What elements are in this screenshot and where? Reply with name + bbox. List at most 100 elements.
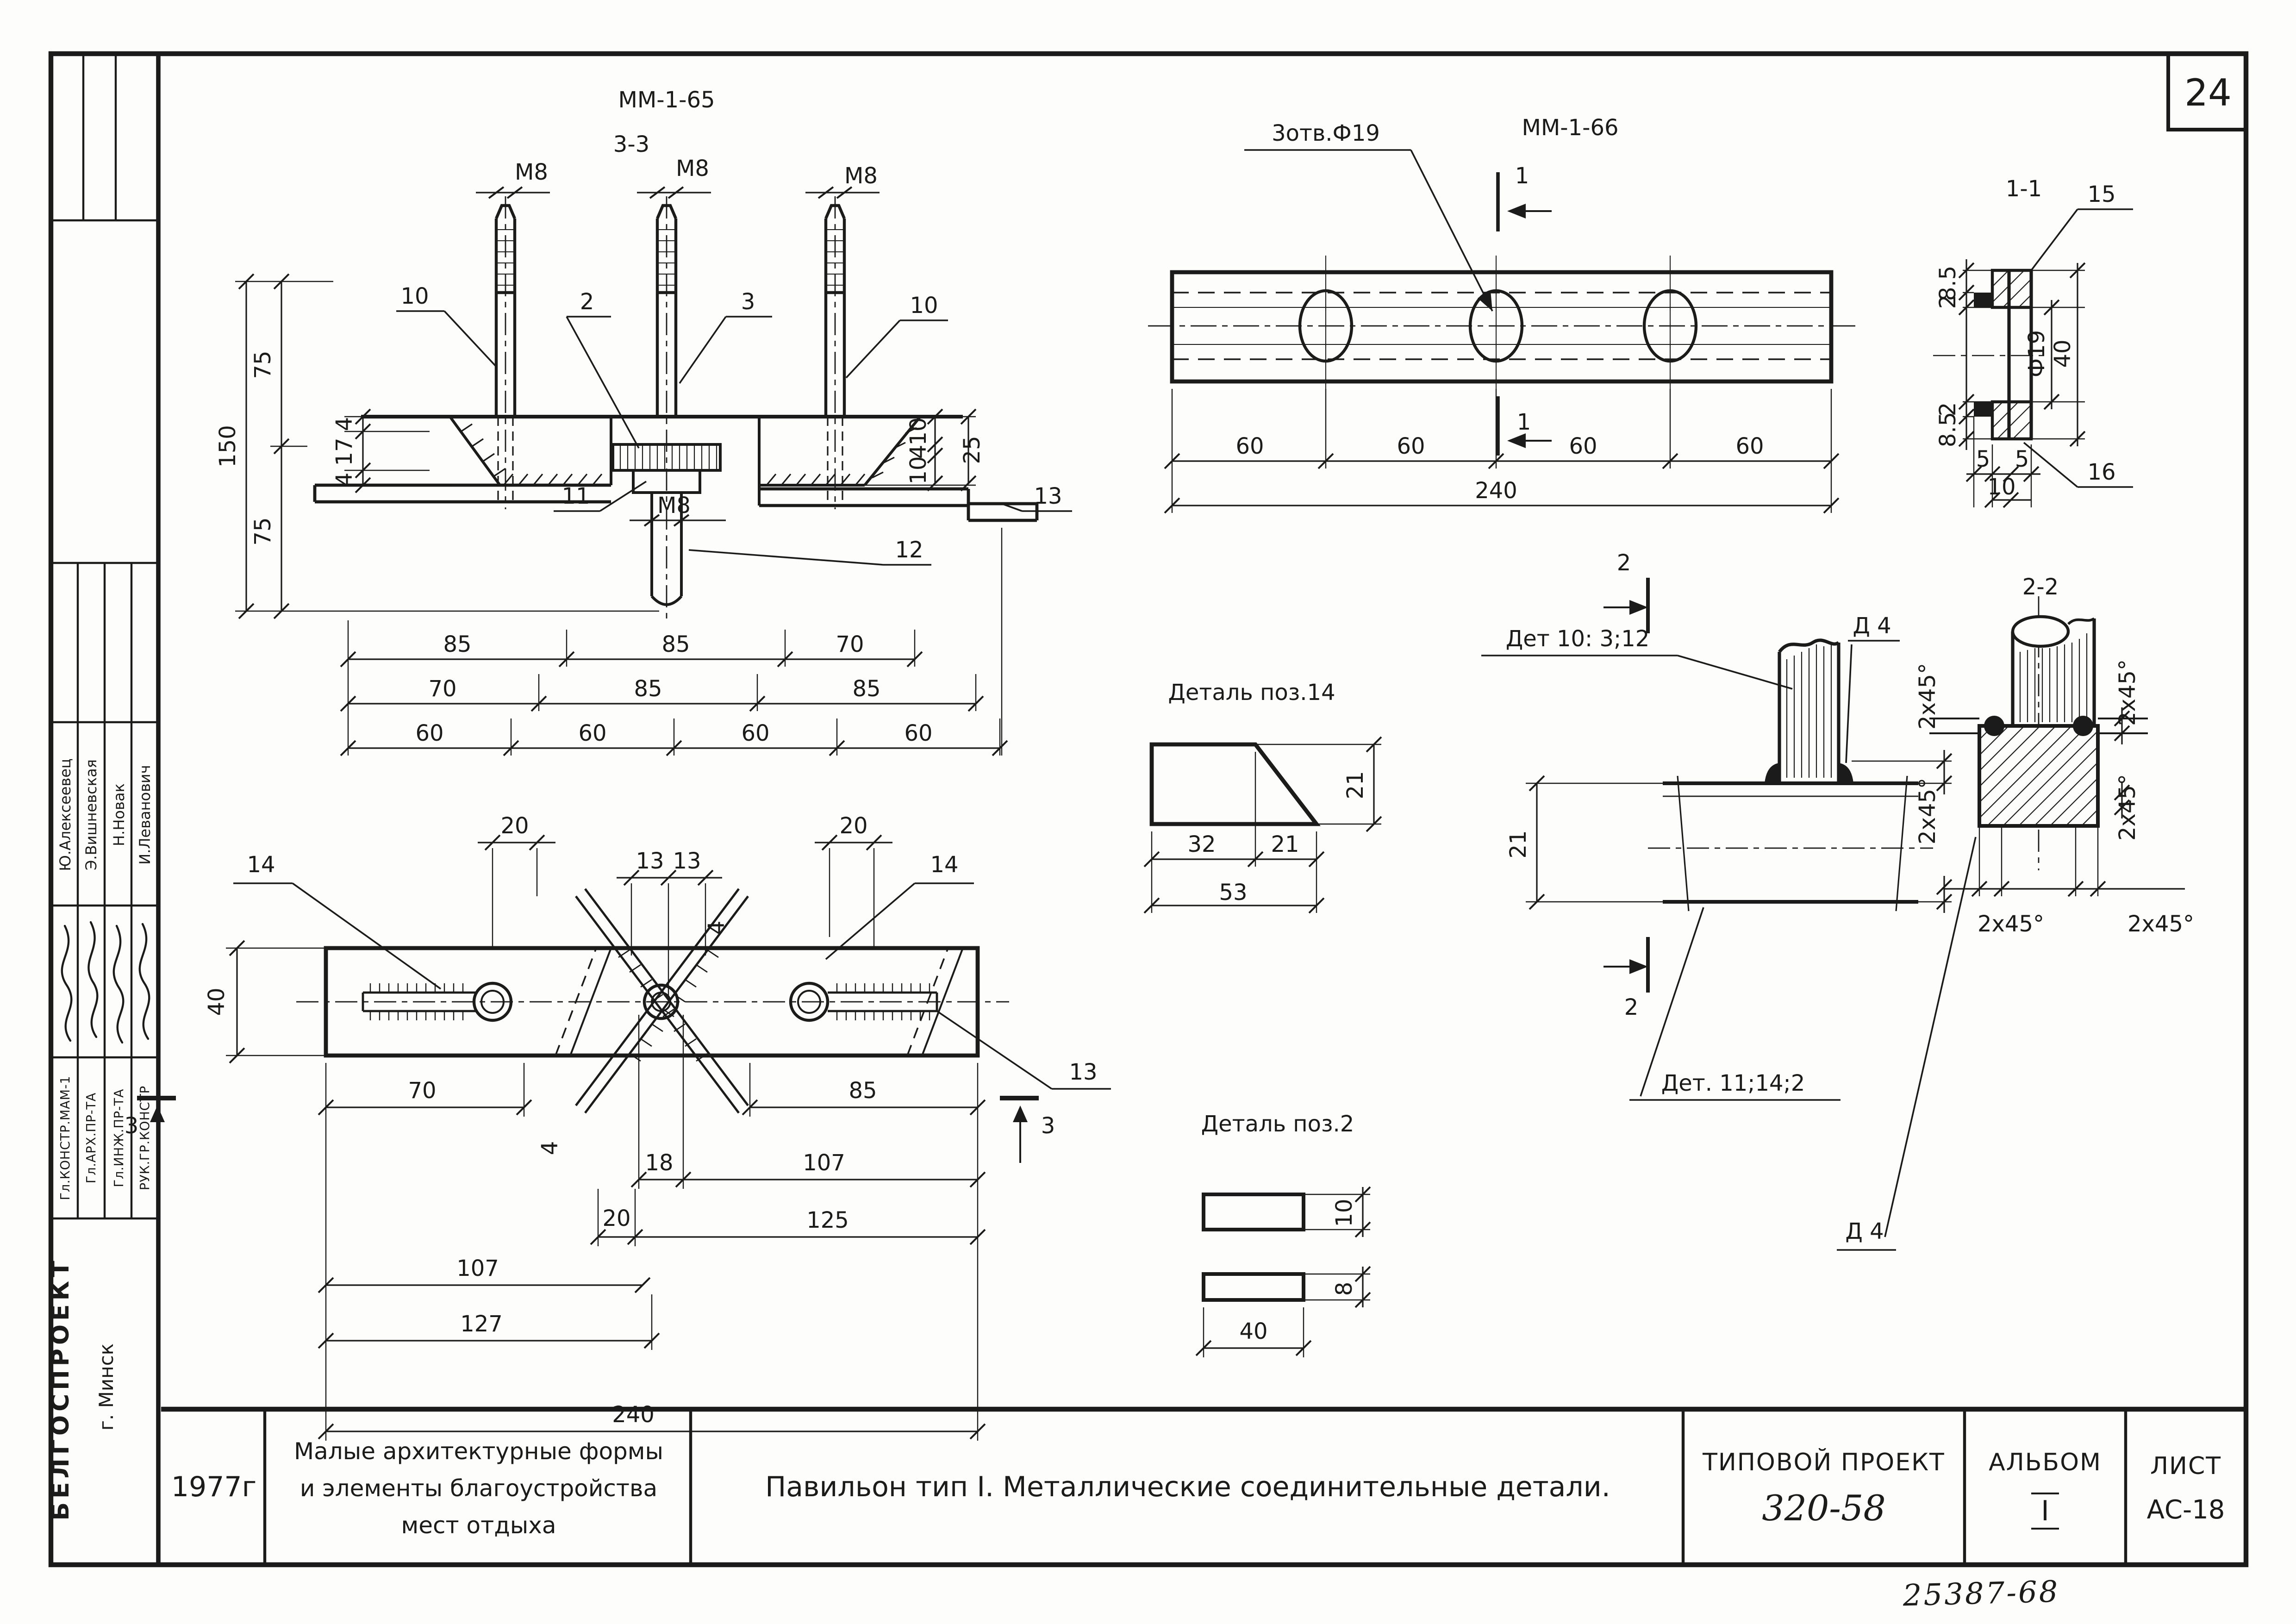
thread-label: М8	[844, 163, 878, 189]
section-1-1-drawing	[1933, 208, 2133, 508]
dim-label: 20	[839, 813, 867, 839]
dim-label: 5	[2015, 446, 2029, 472]
series-line-2: и элементы благоустройства	[299, 1474, 658, 1502]
dim-label: 21	[1271, 831, 1299, 857]
thread-label: М8	[657, 493, 691, 518]
stamp-role-3: РУК.ГР.КОНСТР	[137, 1086, 152, 1191]
dim-label: 125	[806, 1207, 849, 1233]
sheet-frame	[48, 51, 2249, 1568]
org-city: г. Минск	[96, 1343, 119, 1431]
section-2-2-drawing	[1837, 596, 2185, 1251]
section-title-2-2: 2-2	[2022, 574, 2059, 600]
dim-label: 60	[1735, 433, 1764, 459]
dim-label: 60	[741, 720, 769, 746]
callout-15: 15	[2087, 181, 2115, 207]
dim-label: 21	[1505, 830, 1531, 858]
detail-pos2-drawing	[1195, 1186, 1371, 1357]
thread-label: М8	[515, 159, 548, 185]
album-label: АЛЬБОМ	[1989, 1449, 2102, 1477]
plan-view-drawing	[137, 834, 1111, 1441]
signatures	[61, 921, 150, 1044]
callout-13: 13	[1069, 1059, 1097, 1085]
callout-10: 10	[400, 283, 429, 309]
dim-label: 40	[2050, 339, 2076, 368]
dim-label: 32	[1187, 831, 1216, 857]
weld-callout-d4: Д 4	[1853, 613, 1891, 639]
dim-label: 40	[204, 987, 230, 1016]
dim-label: 2	[1935, 402, 1961, 417]
dim-label: 85	[443, 631, 471, 657]
dim-label: 70	[428, 676, 456, 702]
callout-14: 14	[930, 852, 958, 878]
title-block-project: ТИПОВОЙ ПРОЕКТ 320-58	[1685, 1418, 1963, 1559]
list-label: ЛИСТ	[2150, 1453, 2222, 1480]
dim-label: 10	[905, 456, 931, 484]
dim-label: 85	[661, 631, 690, 657]
stamp-name-3: И.Леванович	[136, 765, 153, 865]
callout-10: 10	[910, 293, 938, 319]
dim-label: 18	[645, 1150, 673, 1176]
dim-label: 85	[849, 1078, 877, 1104]
detail-title-pos14: Деталь поз.14	[1168, 680, 1335, 706]
title-block-series: Малые архитектурные формы и элементы бла…	[268, 1415, 689, 1563]
dim-label: 4	[704, 921, 730, 935]
stamp-name-0: Ю.Алексеевец	[56, 758, 73, 871]
dim-label: 4	[537, 1141, 563, 1156]
section-mark-1: 1	[1517, 409, 1531, 435]
callout-11: 11	[562, 483, 590, 509]
dim-label: 21	[1342, 771, 1368, 799]
dim-label: 20	[602, 1206, 630, 1231]
dim-label: 60	[1235, 433, 1264, 459]
org-name: БЕЛГОСПРОЕКТ	[47, 1257, 75, 1521]
dim-label: 10	[905, 417, 931, 445]
dim-label: 70	[836, 631, 864, 657]
drawing-title-mm-1-66: ММ-1-66	[1522, 115, 1618, 141]
dim-label: 127	[460, 1311, 503, 1337]
dim-label: 107	[803, 1150, 845, 1176]
callout-14: 14	[247, 852, 275, 878]
callout-2: 2	[580, 289, 594, 315]
sheet-page-number: 24	[2184, 69, 2232, 114]
chamfer-label: 2х45°	[1915, 778, 1940, 844]
dim-label: 2	[1935, 295, 1961, 309]
dim-label: 8	[1331, 1282, 1357, 1296]
dim-label: 40	[1239, 1318, 1267, 1344]
dim-label: 10	[1987, 474, 2015, 500]
dim-label: 13	[673, 848, 701, 874]
dim-label: 8.5	[1935, 266, 1961, 301]
archive-number: 25387-68	[1902, 1573, 2060, 1612]
title-block-list: ЛИСТ АС-18	[2128, 1418, 2244, 1559]
drawing-title-mm-1-65: ММ-1-65	[618, 87, 715, 113]
callout-13: 13	[1034, 483, 1062, 509]
section-mark-2: 2	[1617, 550, 1631, 576]
callout-16: 16	[2087, 459, 2115, 485]
weld-callout-d4: Д 4	[1845, 1218, 1884, 1244]
chamfer-label: 2х45°	[1978, 911, 2044, 937]
dim-label: 4	[905, 445, 931, 459]
project-label: ТИПОВОЙ ПРОЕКТ	[1703, 1449, 1945, 1477]
detail-pos14-drawing	[1143, 736, 1382, 914]
stamp-name-2: Н.Новак	[110, 783, 127, 846]
dim-label: 20	[500, 813, 529, 839]
dim-label: 4	[331, 473, 357, 487]
dim-label: 150	[215, 425, 241, 468]
stamp-role-2: Гл.ИНЖ.ПР-ТА	[111, 1088, 126, 1187]
section-3-3-drawing	[235, 186, 1072, 756]
chamfer-label: 2х45°	[2115, 774, 2140, 841]
dim-label: 17	[331, 437, 357, 466]
callout-holes: 3отв.Ф19	[1272, 120, 1380, 146]
plate-mm-1-66-drawing	[1148, 149, 1855, 514]
dim-label: 75	[250, 350, 276, 379]
dim-label: 5	[1976, 446, 1990, 472]
chamfer-label: 2х45°	[2115, 659, 2140, 726]
detail-title-pos2: Деталь поз.2	[1201, 1111, 1354, 1137]
section-mark-3: 3	[125, 1113, 139, 1139]
stamp-role-1: Гл.АРХ.ПР-ТА	[83, 1092, 98, 1184]
section-mark-3: 3	[1041, 1113, 1055, 1139]
dim-label: 4	[331, 417, 357, 431]
dim-label: 10	[1331, 1199, 1357, 1227]
dim-label: 85	[852, 676, 880, 702]
